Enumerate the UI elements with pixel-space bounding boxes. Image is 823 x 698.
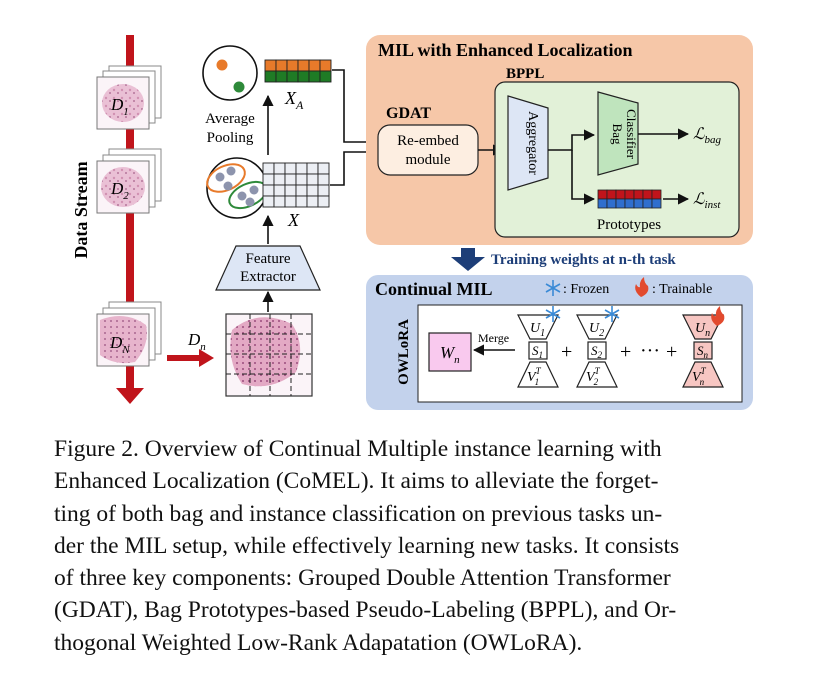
prototypes-label: Prototypes [597, 217, 661, 233]
u-label: U2 [589, 321, 604, 339]
mil-panel: MIL with Enhanced Localization GDAT Re-e… [366, 35, 753, 245]
loss-inst: ℒinst [693, 191, 721, 211]
slide-stack: D1 [96, 65, 162, 130]
data-stream: Data Stream D1 D2 ⋮ DN [71, 35, 162, 404]
feature-extractor-label-2: Extractor [240, 269, 296, 285]
aggregator-block [507, 95, 549, 191]
snowflake-icon [545, 280, 561, 296]
training-weights-arrow: Training weights at n-th task [451, 248, 676, 271]
snowflake-icon [604, 306, 620, 322]
plus-sign: + [620, 341, 631, 363]
average-pooling-label-2: Pooling [207, 130, 254, 146]
caption-line: (GDAT), Bag Prototypes-based Pseudo-Labe… [54, 597, 677, 624]
continual-panel: Continual MIL : Frozen : Trainable OWLoR… [366, 275, 753, 410]
aggregator-label: Aggregator [525, 111, 540, 175]
dn-arrow: Dn [167, 330, 214, 367]
average-pooling-label-1: Average [205, 111, 255, 127]
bppl-label: BPPL [506, 66, 544, 82]
reembed-label-1: Re-embed [397, 133, 459, 149]
patched-slide [225, 313, 313, 397]
caption-line: der the MIL setup, while effectively lea… [54, 532, 680, 559]
dn-label: Dn [187, 330, 206, 353]
owlora-label: OWLoRA [396, 319, 412, 385]
pooled-cluster [202, 45, 258, 101]
bppl-panel: Aggregator Bag Classifier ℒbag ℒinst Pro… [494, 81, 740, 238]
plus-sign: + [561, 341, 572, 363]
slide-stack: D2 [96, 148, 162, 214]
slide-label: D1 [110, 95, 129, 118]
u-label: U1 [530, 321, 545, 339]
s-label: S1 [532, 343, 543, 360]
caption-line: of three key components: Grouped Double … [54, 565, 671, 592]
data-stream-label: Data Stream [71, 161, 91, 258]
figure-caption: Figure 2. Overview of Continual Multiple… [54, 433, 766, 659]
feature-extractor: Feature Extractor [215, 245, 321, 291]
flame-icon [635, 277, 649, 297]
slide-stack: DN [96, 301, 162, 367]
s-label: Sn [697, 343, 709, 360]
frozen-legend-label: : Frozen [563, 282, 609, 297]
slide-label: D2 [110, 179, 129, 202]
figure-diagram: Data Stream D1 D2 ⋮ DN D [71, 35, 753, 410]
xa-token-grid [264, 59, 332, 83]
training-weights-label: Training weights at n-th task [491, 252, 676, 268]
x-label: X [287, 210, 300, 230]
caption-line: Figure 2. Overview of Continual Multiple… [54, 436, 662, 462]
snowflake-icon [545, 306, 561, 322]
caption-line: Enhanced Localization (CoMEL). It aims t… [54, 468, 659, 495]
merge-label: Merge [478, 331, 509, 345]
continual-panel-title: Continual MIL [375, 279, 493, 299]
slide-label: DN [109, 333, 130, 356]
mil-panel-title: MIL with Enhanced Localization [378, 40, 633, 60]
arrow-icon [199, 349, 214, 367]
reembed-module: Re-embed module [377, 124, 479, 176]
s-label: S2 [591, 343, 603, 360]
xa-label: XA [284, 88, 304, 112]
caption-line: thogonal Weighted Low-Rank Adapatation (… [54, 629, 583, 656]
down-arrow-icon [451, 257, 485, 271]
w-label: Wn [440, 343, 460, 366]
bag-classifier-label-2: Classifier [624, 109, 639, 159]
instance-cluster [206, 157, 268, 219]
stream-arrow-head-icon [116, 388, 144, 404]
dots: ··· [640, 340, 660, 362]
plus-sign: + [666, 341, 677, 363]
ellipsis: ⋮ [117, 248, 145, 279]
loss-bag: ℒbag [693, 126, 722, 146]
flame-icon [711, 306, 725, 326]
x-token-grid [262, 162, 330, 208]
feature-extractor-label-1: Feature [246, 251, 291, 267]
bag-classifier-label-1: Bag [610, 124, 625, 145]
reembed-label-2: module [406, 152, 451, 168]
caption-line: ting of both bag and instance classifica… [54, 500, 663, 527]
trainable-legend-label: : Trainable [652, 282, 712, 297]
gdat-label: GDAT [386, 105, 431, 122]
u-label: Un [695, 321, 710, 339]
bag-classifier-block [597, 91, 639, 176]
w-matrix [428, 332, 472, 372]
prototype-tokens [597, 189, 662, 209]
